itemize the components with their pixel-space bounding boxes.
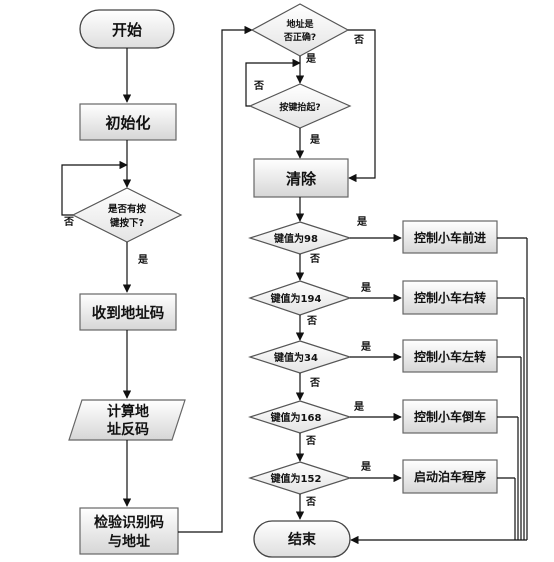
action-turn-left xyxy=(402,339,498,373)
decision-address-correct xyxy=(250,3,350,57)
compute-inverse-io xyxy=(68,399,186,441)
action-reverse xyxy=(402,399,498,434)
action-turn-right xyxy=(402,280,498,315)
check-168-yes-label: 是 xyxy=(353,401,364,413)
decision-key-line1: 是否有按 xyxy=(107,203,147,215)
receive-address-process xyxy=(79,293,177,331)
check-34-no-label: 否 xyxy=(309,377,320,389)
action-forward-label: 控制小车前进 xyxy=(414,230,486,245)
init-label: 初始化 xyxy=(105,114,150,132)
verify-process xyxy=(79,507,179,555)
verify-line1: 检验识别码 xyxy=(94,514,164,531)
check-98-no-label: 否 xyxy=(309,253,320,265)
check-152-label: 键值为152 xyxy=(270,472,322,485)
check-194-no-label: 否 xyxy=(306,315,317,327)
check-152-yes-label: 是 xyxy=(360,461,371,473)
edge-key-no-loop xyxy=(61,160,128,216)
clear-process xyxy=(253,158,349,198)
address-yes-label: 是 xyxy=(305,53,316,65)
end-terminal xyxy=(253,520,351,558)
check-98-yes-label: 是 xyxy=(356,216,367,228)
end-label: 结束 xyxy=(288,531,317,548)
decision-key-line2: 键按下? xyxy=(109,217,144,229)
edge-release-no-loop xyxy=(245,58,301,107)
action-parking-label: 启动泊车程序 xyxy=(414,469,486,484)
action-turn-right-label: 控制小车右转 xyxy=(414,290,486,305)
check-168-label: 键值为168 xyxy=(270,411,322,424)
clear-label: 清除 xyxy=(286,170,317,188)
compute-inverse-line2: 址反码 xyxy=(107,421,149,438)
check-98-label: 键值为98 xyxy=(273,232,318,245)
action-reverse-label: 控制小车倒车 xyxy=(414,409,486,424)
action-turn-left-label: 控制小车左转 xyxy=(414,349,486,364)
decision-address-line1: 地址是 xyxy=(286,18,314,30)
edge-verify-to-address xyxy=(178,25,253,533)
key-yes-label: 是 xyxy=(137,254,148,266)
action-parking xyxy=(402,459,498,494)
address-no-label: 否 xyxy=(353,34,364,46)
action-forward xyxy=(402,220,498,254)
check-194-yes-label: 是 xyxy=(360,282,371,294)
check-168-no-label: 否 xyxy=(305,435,316,447)
receive-address-label: 收到地址码 xyxy=(92,304,165,322)
check-194-label: 键值为194 xyxy=(270,292,322,305)
release-yes-label: 是 xyxy=(309,134,320,146)
decision-address-line2: 否正确? xyxy=(283,31,316,43)
init-process xyxy=(79,103,177,141)
decision-key-pressed xyxy=(71,187,183,243)
key-no-label: 否 xyxy=(63,216,74,228)
edge-address-no xyxy=(348,29,376,183)
check-34-yes-label: 是 xyxy=(360,341,371,353)
check-34-label: 键值为34 xyxy=(273,351,318,364)
check-152-no-label: 否 xyxy=(305,496,316,508)
decision-release-label: 按键抬起? xyxy=(279,101,320,113)
verify-line2: 与地址 xyxy=(108,533,150,550)
start-label: 开始 xyxy=(112,21,142,39)
release-no-label: 否 xyxy=(253,80,264,92)
compute-inverse-line1: 计算地 xyxy=(107,403,149,420)
